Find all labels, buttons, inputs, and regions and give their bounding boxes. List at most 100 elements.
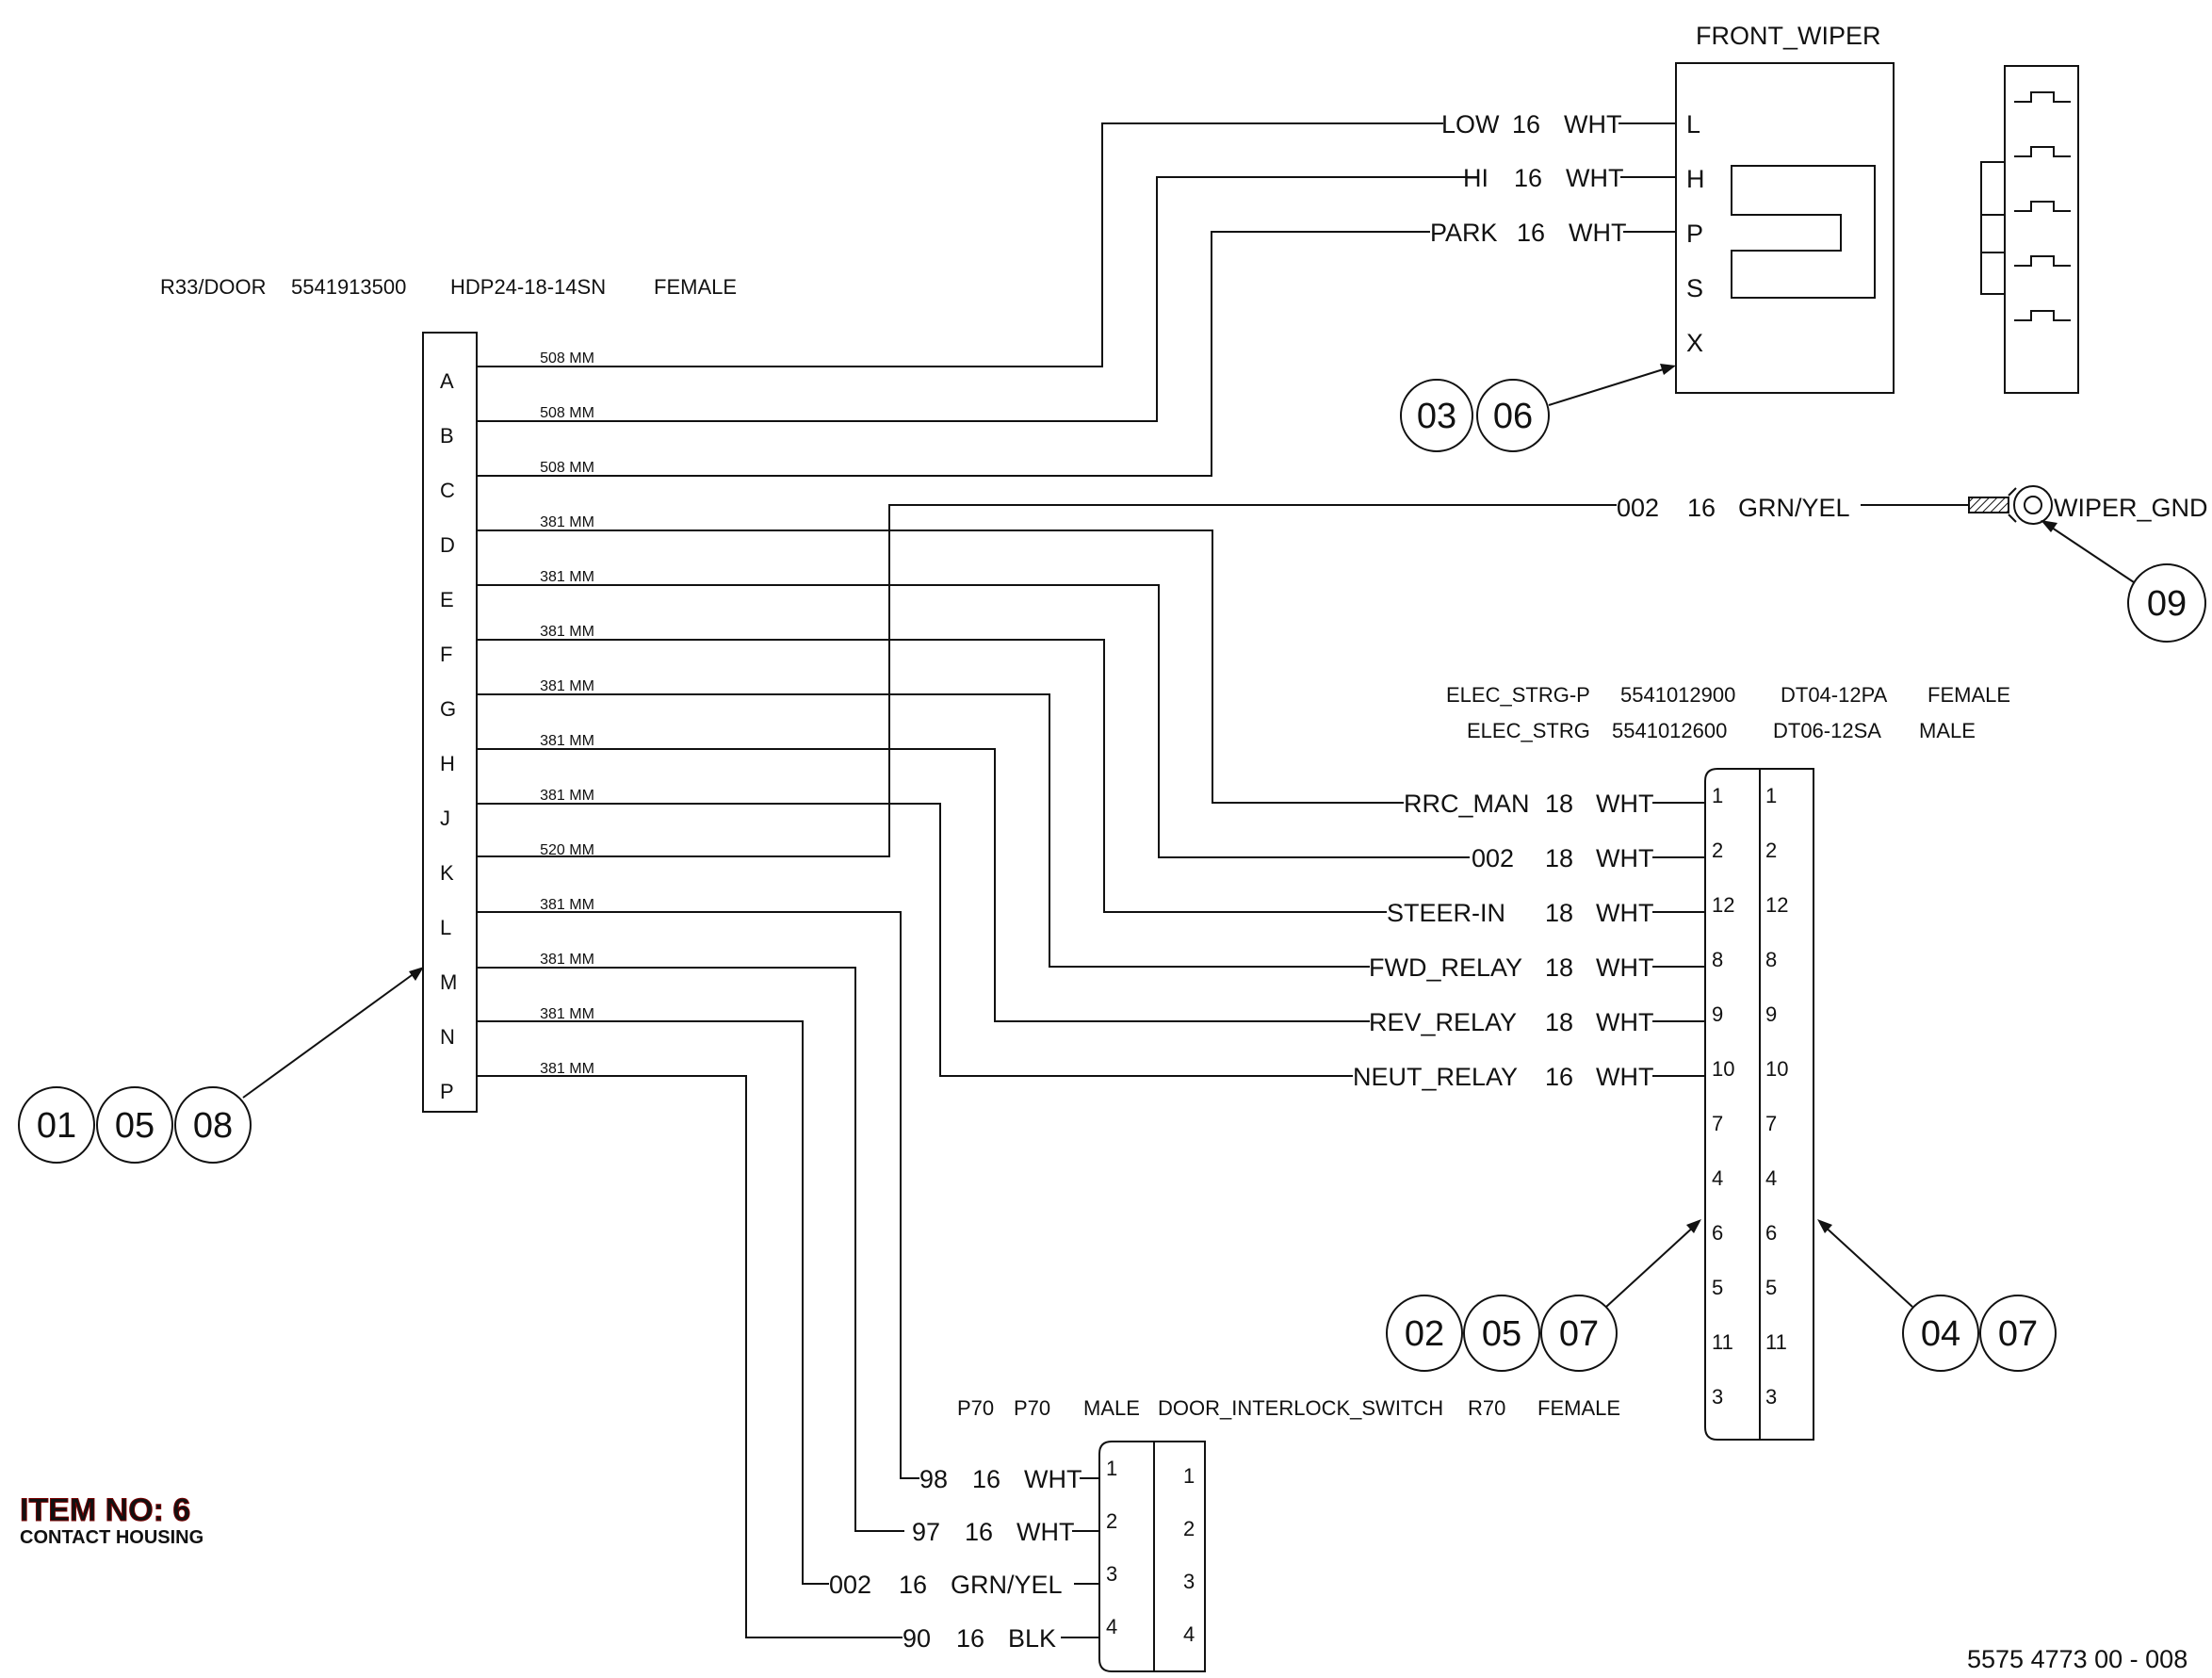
door-callouts: 01 05 08 — [18, 967, 424, 1164]
steer-left-callout-3: 07 — [1559, 1314, 1599, 1354]
steer-wire-6-color: WHT — [1596, 1063, 1653, 1091]
wiper-wire-2-gauge: 16 — [1514, 164, 1542, 192]
door-connector-header: R33/DOOR 5541913500 HDP24-18-14SN FEMALE — [160, 275, 737, 299]
wiper-connector-side-view — [1980, 65, 2079, 394]
wire-m-97 — [477, 967, 904, 1532]
steer-left-callout-arrowhead — [1686, 1219, 1701, 1233]
door-pin-d: D — [440, 533, 455, 557]
steer-wire-5-signal: REV_RELAY — [1369, 1008, 1517, 1036]
ground-wire-labels: 002 16 GRN/YEL — [1617, 494, 1850, 522]
drawing-number: 5575 4773 00 - 008 — [1967, 1645, 2188, 1673]
interlock-wire-4-gauge: 16 — [956, 1624, 984, 1653]
ground-wire-gauge: 16 — [1687, 494, 1716, 522]
interlock-mate-name: DOOR_INTERLOCK_SWITCH — [1158, 1396, 1443, 1420]
steer-plug-pin-11: 11 — [1712, 1330, 1733, 1354]
door-connector-name: R33/DOOR — [160, 275, 266, 299]
steer-left-callout-leader — [1605, 1224, 1697, 1308]
wire-f-steer-in — [477, 639, 1387, 913]
steer-gender: MALE — [1919, 719, 1976, 742]
steer-wire-2-color: WHT — [1596, 844, 1653, 872]
steer-wire-labels: RRC_MAN 18 WHT 002 18 WHT STEER-IN 18 WH… — [1353, 790, 1705, 1091]
steer-right-callout-1-circle — [1902, 1295, 1979, 1372]
door-length-n: 381 MM — [540, 1006, 594, 1022]
door-length-f: 381 MM — [540, 624, 594, 640]
door-callout-3-circle — [174, 1086, 252, 1164]
ground-label: WIPER_GND — [2054, 494, 2208, 522]
wire-n-002 — [477, 1020, 829, 1585]
door-callout-arrowhead — [409, 967, 424, 981]
interlock-wire-1-signal: 98 — [919, 1465, 948, 1493]
door-length-h: 381 MM — [540, 733, 594, 749]
ground-callout-leader — [2045, 523, 2135, 583]
interlock-name: P70 — [957, 1396, 994, 1420]
steer-left-callout-3-circle — [1540, 1295, 1618, 1372]
wiper-pin-x: X — [1686, 329, 1703, 357]
ground-ring-hole — [2024, 496, 2042, 514]
steer-receptacle-pin-12: 12 — [1765, 893, 1788, 917]
wiper-connector-cavity — [1731, 165, 1876, 299]
steer-p-part: 5541012900 — [1620, 683, 1735, 707]
interlock-mate-gender: FEMALE — [1537, 1396, 1620, 1420]
door-pin-n: N — [440, 1025, 455, 1049]
door-pin-k: K — [440, 861, 454, 885]
wiper-side-terminal — [2014, 310, 2071, 321]
wire-b-hi — [477, 176, 1477, 422]
ground-callout-arrowhead — [2041, 520, 2057, 532]
steer-plug-pin-5: 5 — [1712, 1276, 1723, 1299]
steer-plug-pin-9: 9 — [1712, 1002, 1723, 1026]
steer-left-callout-1: 02 — [1405, 1314, 1444, 1354]
door-pin-l: L — [440, 916, 451, 939]
steer-plug-pin-8: 8 — [1712, 948, 1723, 971]
steer-p-name: ELEC_STRG-P — [1446, 683, 1590, 707]
ground-callout-circle — [2127, 563, 2206, 643]
ground-ring-neck-bottom — [2008, 513, 2017, 523]
steer-connector-receptacle — [1759, 768, 1814, 1441]
interlock-plug-pin-4: 4 — [1106, 1615, 1117, 1638]
steer-wire-3-gauge: 18 — [1545, 899, 1573, 927]
steer-receptacle-pin-9: 9 — [1765, 1002, 1777, 1026]
interlock-wire-labels: 98 16 WHT 97 16 WHT 002 16 GRN/YEL 90 16… — [829, 1465, 1099, 1653]
steer-receptacle-pin-7: 7 — [1765, 1112, 1777, 1135]
steer-plug-pin-10: 10 — [1712, 1057, 1734, 1081]
wiper-title: FRONT_WIPER — [1696, 22, 1881, 50]
steer-part: 5541012600 — [1612, 719, 1727, 742]
steer-plug-pin-12: 12 — [1712, 893, 1734, 917]
door-callout-2: 05 — [115, 1106, 155, 1146]
interlock-wire-2-gauge: 16 — [965, 1518, 993, 1546]
door-pin-h: H — [440, 752, 455, 775]
interlock-mate-part: R70 — [1468, 1396, 1505, 1420]
wiper-wire-3-color: WHT — [1569, 219, 1626, 247]
wiper-pin-h: H — [1686, 165, 1705, 193]
steer-wire-5-color: WHT — [1596, 1008, 1653, 1036]
wire-g-fwd-relay — [477, 693, 1370, 968]
door-length-a: 508 MM — [540, 350, 594, 367]
door-length-e: 381 MM — [540, 569, 594, 585]
wire-c-park — [477, 231, 1430, 477]
interlock-wire-4-signal: 90 — [903, 1624, 931, 1653]
interlock-headers: P70 P70 MALE DOOR_INTERLOCK_SWITCH R70 F… — [957, 1396, 1620, 1420]
steer-wire-1-gauge: 18 — [1545, 790, 1573, 818]
door-connector-body — [422, 332, 478, 1113]
steer-receptacle-pin-5: 5 — [1765, 1276, 1777, 1299]
door-length-p: 381 MM — [540, 1061, 594, 1077]
wire-j-neut-relay — [477, 803, 1353, 1077]
ground-ring-terminal — [2013, 485, 2053, 525]
interlock-part: P70 — [1014, 1396, 1050, 1420]
ground-ring-neck-top — [2008, 487, 2017, 497]
wiper-side-terminal — [2014, 201, 2071, 212]
wire-e-002 — [477, 584, 1470, 858]
door-length-j: 381 MM — [540, 788, 594, 804]
steer-wire-3-color: WHT — [1596, 899, 1653, 927]
steer-receptacle-pin-11: 11 — [1765, 1330, 1787, 1354]
wiper-callout-2: 06 — [1493, 397, 1533, 436]
steer-wire-4-signal: FWD_RELAY — [1369, 953, 1522, 982]
wiper-pin-l: L — [1686, 110, 1700, 138]
wire-l-98 — [477, 911, 919, 1479]
door-connector-gender: FEMALE — [654, 275, 737, 299]
steer-plug-pin-1: 1 — [1712, 784, 1723, 807]
door-connector-part: 5541913500 — [291, 275, 406, 299]
steer-wire-2-gauge: 18 — [1545, 844, 1573, 872]
door-connector-type: HDP24-18-14SN — [450, 275, 606, 299]
